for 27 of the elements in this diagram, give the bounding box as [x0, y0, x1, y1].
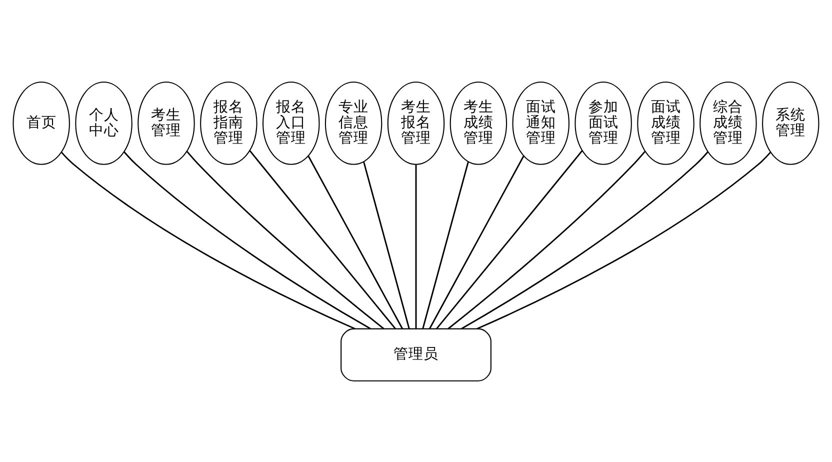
connector	[476, 151, 771, 329]
node-ellipse: 系统管理	[762, 81, 820, 164]
node-ellipse: 考生报名管理	[387, 81, 445, 164]
node-ellipse: 参加面试管理	[574, 81, 632, 164]
connector	[308, 155, 404, 329]
node-ellipse: 个人中心	[75, 81, 132, 164]
node-ellipse: 报名入口管理	[262, 81, 320, 164]
node-ellipse: 综合成绩管理	[700, 81, 757, 164]
connector	[422, 161, 469, 328]
node-ellipse: 考生成绩管理	[450, 81, 508, 164]
connector	[363, 161, 410, 328]
node-ellipse: 首页	[12, 81, 70, 164]
node-ellipse: 面试通知管理	[512, 81, 570, 164]
connector	[461, 151, 708, 329]
node-box: 管理员	[340, 328, 492, 381]
connector	[61, 151, 356, 329]
connector	[436, 150, 583, 329]
node-ellipse: 专业信息管理	[324, 81, 382, 164]
connector	[415, 164, 417, 328]
connector	[124, 151, 371, 329]
node-ellipse: 考生管理	[138, 81, 195, 164]
node-ellipse: 报名指南管理	[200, 81, 258, 164]
connector	[186, 150, 384, 329]
connector	[249, 150, 396, 329]
connector	[428, 155, 524, 329]
connector	[448, 150, 646, 329]
node-ellipse: 面试成绩管理	[637, 81, 694, 164]
